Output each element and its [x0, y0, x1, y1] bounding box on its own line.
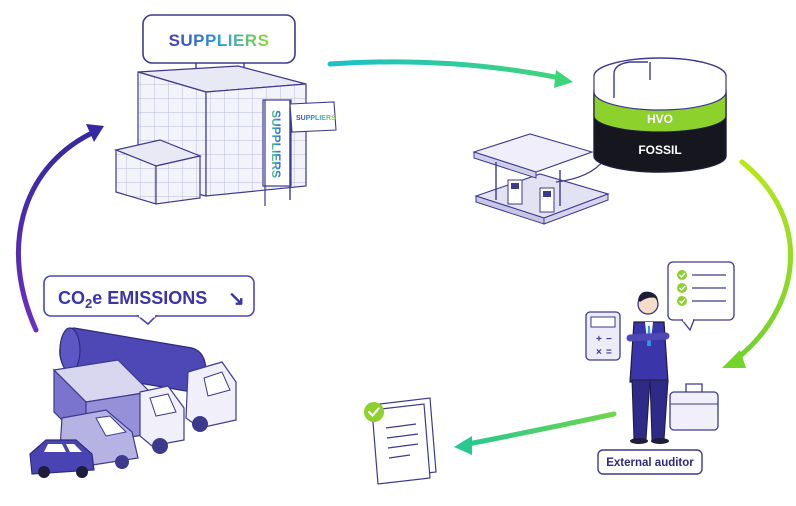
flow-arrow-emissions-to-suppliers [15, 124, 104, 333]
check-icon [677, 270, 687, 280]
svg-text:+: + [596, 334, 602, 345]
suppliers-title-box [142, 14, 296, 64]
suppliers-banner-label: SUPPLIERS [269, 110, 283, 178]
auditor-label-box: External auditor [597, 449, 703, 475]
svg-text:=: = [606, 347, 612, 358]
flow-arrow-auditor-to-document [454, 411, 617, 455]
check-icon [677, 296, 687, 306]
verified-document [364, 397, 437, 485]
tank-fossil-label: FOSSIL [638, 143, 681, 157]
calculator-icon: + − × = [585, 311, 621, 361]
tank-hvo-label: HVO [647, 112, 673, 126]
briefcase-icon [669, 383, 719, 431]
suppliers-building: SUPPLIERS SUPPLIERS SUPPLIERS [113, 14, 337, 206]
fuel-tank: HVO FOSSIL [593, 57, 727, 173]
gas-station [472, 133, 610, 225]
auditor-figure [626, 291, 670, 444]
suppliers-flag-label: SUPPLIERS [296, 115, 336, 122]
suppliers-title: SUPPLIERS [169, 31, 270, 50]
flow-arrow-suppliers-to-tank [327, 59, 573, 88]
svg-text:−: − [606, 334, 612, 345]
emissions-arrow-icon: ↘ [228, 288, 245, 310]
flow-arrow-tank-to-auditor [722, 159, 794, 368]
checklist-bubble [667, 261, 735, 332]
svg-text:×: × [596, 347, 602, 358]
vehicles-illustration [29, 327, 237, 478]
emissions-callout: CO2e EMISSIONS ↘ [43, 275, 255, 326]
emissions-label: CO2e EMISSIONS [58, 288, 207, 311]
check-icon [677, 283, 687, 293]
checkmark-badge-icon [364, 402, 384, 422]
auditor-label: External auditor [606, 457, 694, 469]
